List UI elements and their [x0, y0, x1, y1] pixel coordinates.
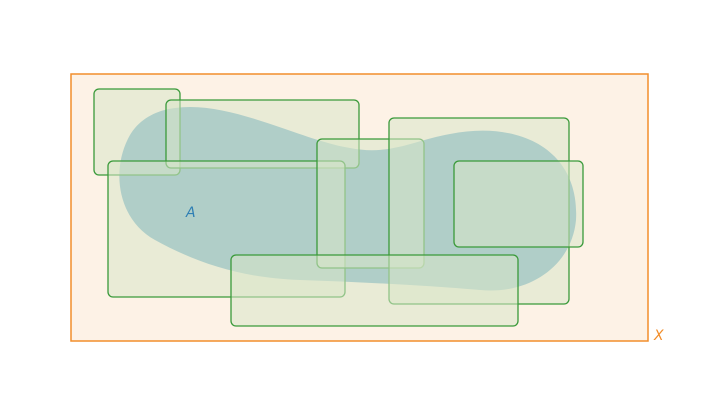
- cover-boxes: [93, 88, 584, 327]
- universe-x-label: X: [653, 328, 664, 344]
- cover-box: [453, 160, 584, 248]
- cover-box: [230, 254, 519, 327]
- set-a-label: A: [185, 205, 196, 221]
